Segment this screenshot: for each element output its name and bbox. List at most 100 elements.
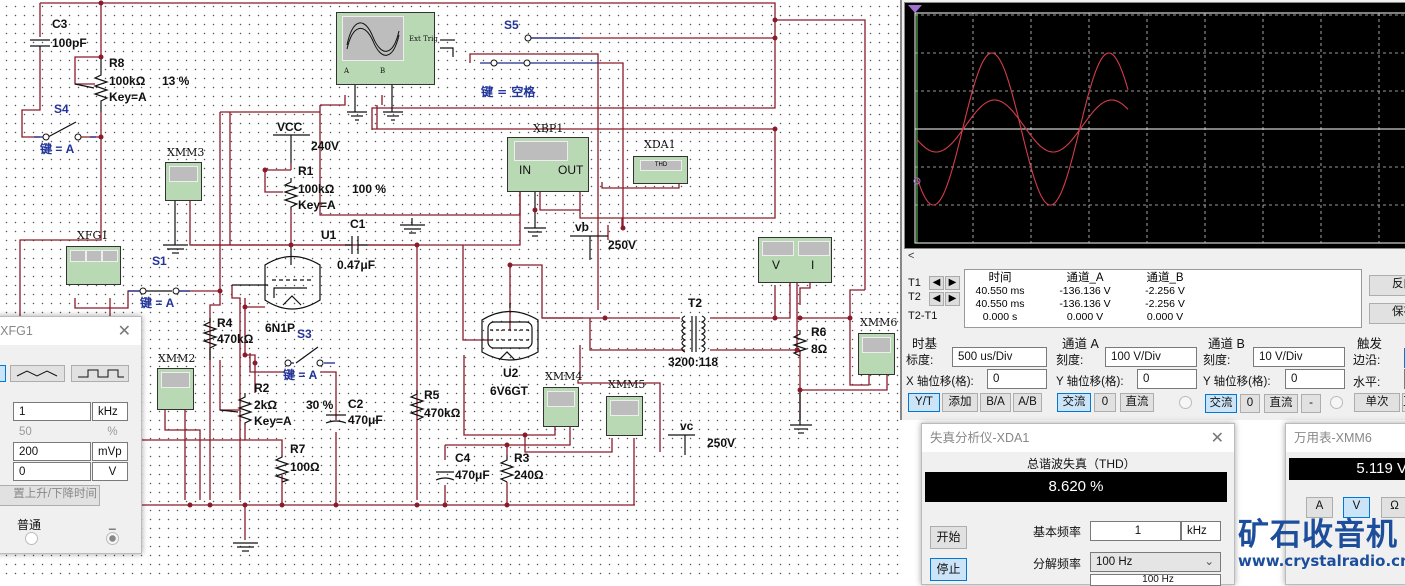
r6-value: 8Ω <box>811 342 828 356</box>
channel-b-ac-button[interactable]: 交流 <box>1205 394 1237 413</box>
mode-ampere-button[interactable]: A <box>1306 497 1333 518</box>
vc-ref: vc <box>680 419 694 433</box>
minus-terminal-radio[interactable] <box>106 532 119 545</box>
r1-key: Key=A <box>298 198 336 212</box>
mode-ohm-button[interactable]: Ω <box>1381 497 1405 518</box>
mode-add-button[interactable]: 添加 <box>942 393 978 412</box>
meter-dial-icon <box>862 337 891 353</box>
xmm5-label: XMM5 <box>608 378 646 391</box>
channel-b-scale-input[interactable]: 10 V/Div <box>1253 347 1345 367</box>
current-dial-icon <box>798 241 830 256</box>
trigger-single-button[interactable]: 单次 <box>1354 393 1400 412</box>
multimeter-xmm4[interactable] <box>543 387 579 427</box>
resolution-freq-select[interactable]: 100 Hz ⌄ <box>1090 552 1221 572</box>
waveform-triangle-button[interactable] <box>10 365 65 382</box>
readout-cell: -136.136 V <box>1059 285 1111 297</box>
channel-a-radio[interactable] <box>1179 396 1192 409</box>
duty-cycle-input[interactable]: 50 <box>13 422 91 441</box>
wattmeter[interactable]: V I <box>758 237 832 283</box>
thd-screen: THD <box>640 160 682 171</box>
watermark-url: www.crystalradio.cn <box>1238 552 1405 570</box>
channel-b-invert-button[interactable]: - <box>1301 394 1321 413</box>
r3-value: 240Ω <box>514 468 544 482</box>
amplitude-unit[interactable]: mVp <box>92 442 128 461</box>
resolution-freq-option[interactable]: 100 Hz <box>1090 574 1221 586</box>
t2-right-arrow-icon[interactable]: ▶ <box>945 292 960 306</box>
start-button[interactable]: 开始 <box>930 526 967 549</box>
r4-value: 470kΩ <box>217 332 254 346</box>
scope-plot <box>908 5 1405 244</box>
offset-input[interactable]: 0 <box>13 462 91 481</box>
oscilloscope-screen[interactable] <box>904 2 1405 249</box>
schematic-canvas[interactable]: Ext Trig A B XMM3 XFG1 XMM2 XBP1 IN OUT … <box>0 0 905 580</box>
close-icon[interactable]: ✕ <box>1210 430 1224 447</box>
channel-b-dc-button[interactable]: 直流 <box>1264 394 1298 413</box>
channel-b-ypos-input[interactable]: 0 <box>1285 369 1345 389</box>
xfg1-label: XFG1 <box>77 229 109 242</box>
timebase-title: 时基 <box>912 337 938 351</box>
waveform-square-button[interactable] <box>71 365 129 382</box>
channel-a-dc-button[interactable]: 直流 <box>1120 393 1154 412</box>
common-terminal-radio[interactable] <box>25 532 38 545</box>
offset-unit[interactable]: V <box>92 462 128 481</box>
channel-a-zero-button[interactable]: 0 <box>1094 393 1116 412</box>
multimeter-xmm2[interactable] <box>157 368 194 410</box>
chevron-down-icon: ⌄ <box>1204 556 1214 568</box>
mode-ba-button[interactable]: B/A <box>980 393 1011 412</box>
channel-a-ac-button[interactable]: 交流 <box>1057 393 1091 412</box>
mode-yt-button[interactable]: Y/T <box>908 393 940 412</box>
oscilloscope-instrument[interactable]: Ext Trig A B <box>336 12 438 85</box>
timebase-scale-input[interactable]: 500 us/Div <box>952 347 1047 367</box>
trigger-marker-icon <box>908 5 922 13</box>
scroll-left-icon[interactable]: < <box>908 250 915 262</box>
save-button[interactable]: 保存 <box>1369 303 1405 324</box>
bode-plotter-xbp1[interactable]: IN OUT <box>507 137 589 192</box>
frequency-input[interactable]: 1 <box>13 402 91 421</box>
function-generator-xfg1[interactable] <box>66 246 121 285</box>
mode-ab-button[interactable]: A/B <box>1013 393 1042 412</box>
frequency-unit[interactable]: kHz <box>92 402 128 421</box>
square-wave-icon <box>78 369 124 378</box>
channel-a-scale-input[interactable]: 100 V/Div <box>1105 347 1197 367</box>
t2-left-arrow-icon[interactable]: ◀ <box>929 292 944 306</box>
fundamental-freq-unit[interactable]: kHz <box>1181 521 1221 541</box>
multimeter-xmm5[interactable] <box>606 396 643 436</box>
xbp1-label: XBP1 <box>533 122 564 135</box>
t1-right-arrow-icon[interactable]: ▶ <box>945 276 960 290</box>
s1-ref: S1 <box>152 254 167 268</box>
x-position-input[interactable]: 0 <box>987 369 1047 389</box>
wattmeter-v-label: V <box>772 258 781 272</box>
channel-b-radio[interactable] <box>1330 396 1343 409</box>
amplitude-input[interactable]: 200 <box>13 442 91 461</box>
reverse-button[interactable]: 反向 <box>1369 275 1405 296</box>
mode-volt-button[interactable]: V <box>1343 497 1370 518</box>
fundamental-freq-input[interactable]: 1 <box>1090 521 1181 541</box>
close-icon[interactable]: ✕ <box>117 323 131 340</box>
watermark: 矿石收音机 www.crystalradio.cn <box>1238 518 1405 570</box>
s1-key: 键 = A <box>140 296 175 310</box>
channel-b-title: 通道 B <box>1208 337 1245 351</box>
stop-button[interactable]: 停止 <box>930 558 967 581</box>
vcc-value: 240V <box>311 139 340 153</box>
multimeter-xmm3[interactable] <box>165 162 202 201</box>
waveform-sine-button[interactable] <box>0 365 6 382</box>
channel-b-zero-button[interactable]: 0 <box>1240 394 1260 413</box>
c4-ref: C4 <box>455 451 471 465</box>
channel-a-ypos-input[interactable]: 0 <box>1137 369 1197 389</box>
trigger-normal-button[interactable]: 正 <box>1402 393 1405 412</box>
readout-header: 时间 <box>988 272 1012 284</box>
bode-out-label: OUT <box>558 163 584 177</box>
readout-cell: 0.000 V <box>1066 311 1104 323</box>
s5-ref: S5 <box>504 18 519 32</box>
readout-col-a: 通道_A -136.136 V -136.136 V 0.000 V <box>1047 272 1123 324</box>
r7-value: 100Ω <box>290 460 320 474</box>
channel-a-pin-label: A <box>344 67 350 75</box>
channel-a-scale-label: 刻度: <box>1056 353 1084 367</box>
rise-fall-time-button[interactable]: 置上升/下降时间 <box>0 485 100 506</box>
watermark-title: 矿石收音机 <box>1238 517 1398 553</box>
distortion-analyzer-xda1[interactable]: THD <box>633 156 688 184</box>
multimeter-xmm6[interactable] <box>858 333 895 375</box>
r1-percent: 100 % <box>352 182 387 196</box>
thd-label: 总谐波失真（THD） <box>1027 457 1136 471</box>
t1-left-arrow-icon[interactable]: ◀ <box>929 276 944 290</box>
